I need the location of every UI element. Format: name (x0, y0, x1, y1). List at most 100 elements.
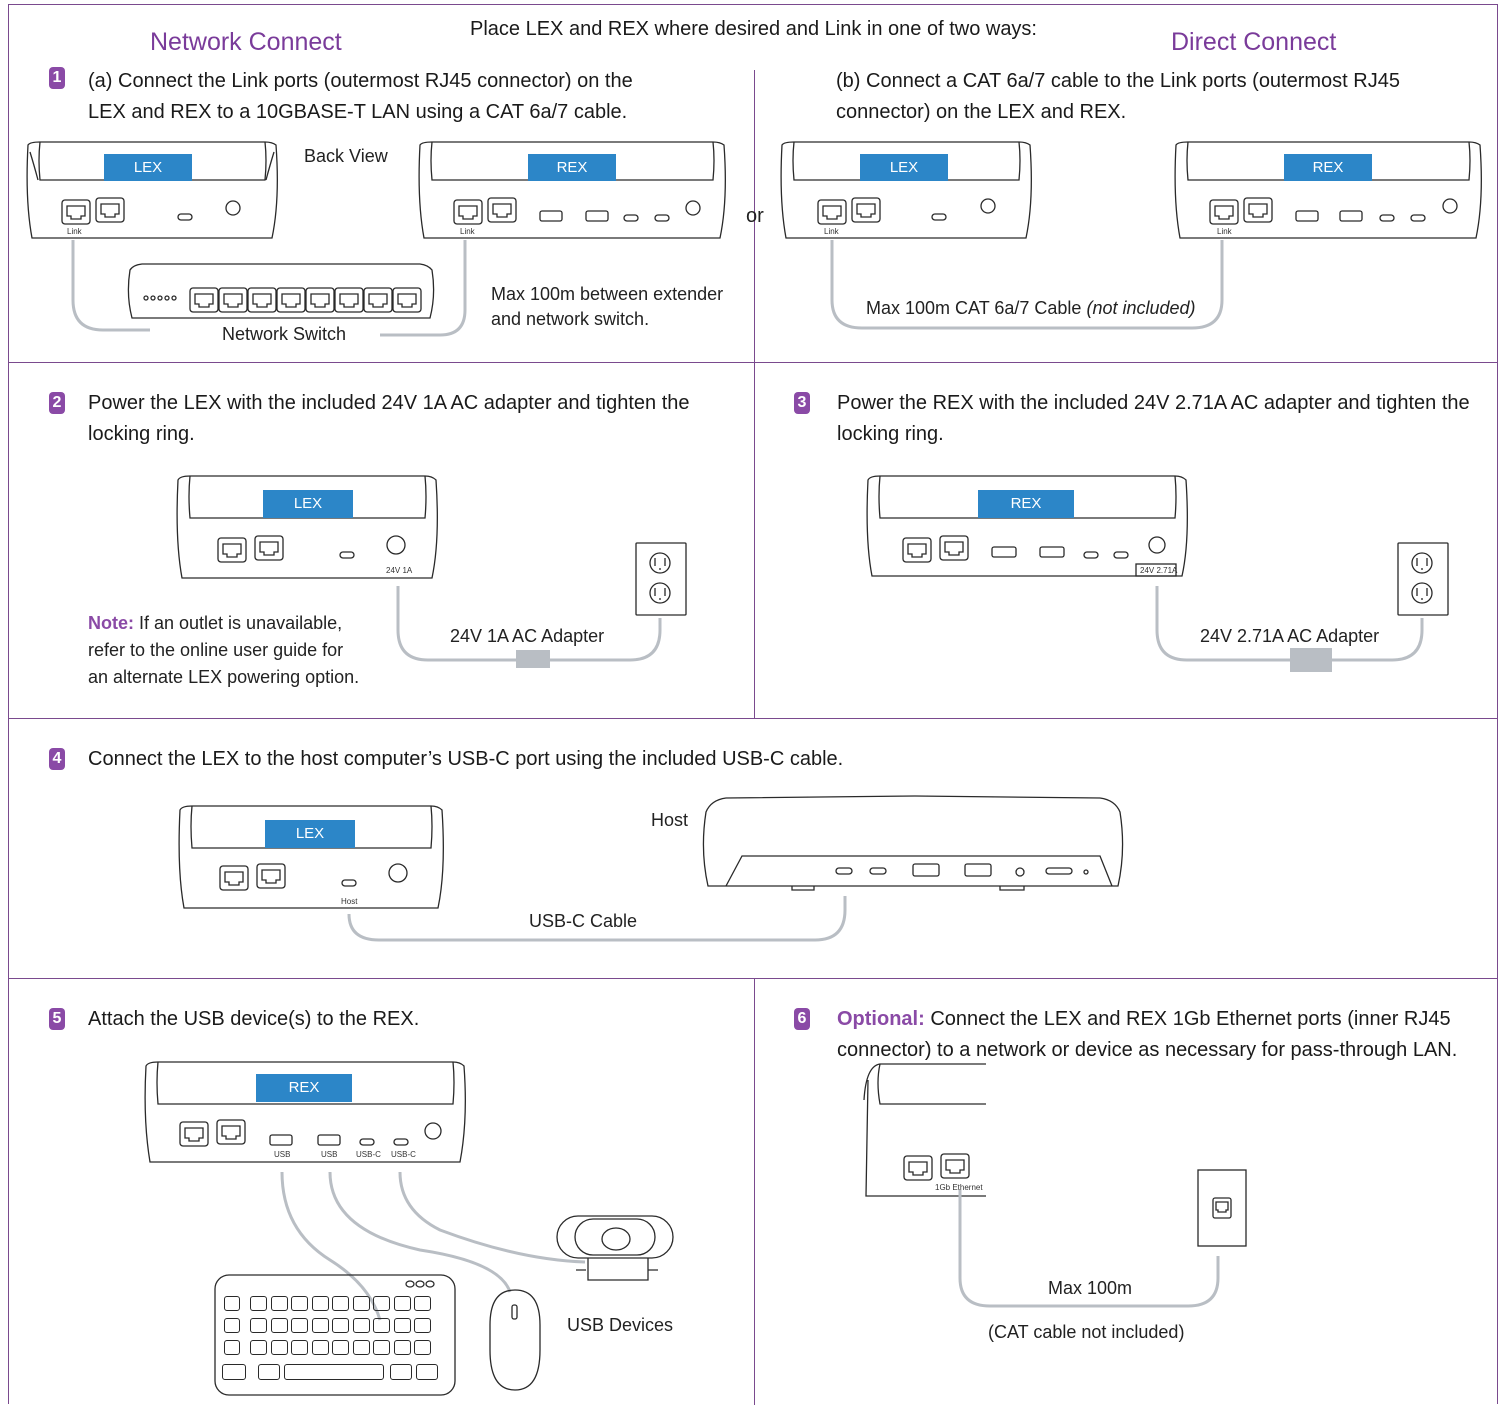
max-100m-label: Max 100m (1048, 1278, 1133, 1298)
step-5-text: Attach the USB device(s) to the REX. (88, 1008, 420, 1030)
keyboard-key (250, 1340, 267, 1355)
network-switch (127, 263, 435, 319)
keyboard-key (250, 1318, 267, 1333)
keyboard-key (332, 1318, 349, 1333)
lex-partial-6 (863, 1063, 986, 1197)
direct-connect-heading: Direct Connect (1171, 28, 1337, 56)
page-frame (8, 4, 1498, 1404)
step-1b-text-2: connector) on the LEX and REX. (836, 101, 1127, 123)
host-computer (702, 795, 1124, 891)
keyboard-key (332, 1296, 349, 1311)
divider-row3 (8, 978, 1498, 979)
step-1-badge: 1 (49, 67, 65, 89)
note-line-1: Note: If an outlet is unavailable, (88, 610, 342, 637)
keyboard-key (393, 1318, 411, 1333)
step-3-text-1: Power the REX with the included 24V 2.71… (837, 392, 1470, 414)
rex-device-3 (866, 475, 1188, 577)
keyboard-key (393, 1340, 411, 1355)
rex-badge-3: REX (978, 490, 1074, 518)
keyboard-key (311, 1340, 329, 1355)
step-3-badge: 3 (794, 392, 810, 414)
keyboard-key (224, 1340, 240, 1355)
gb-ethernet-label: 1Gb Ethernet (935, 1183, 983, 1192)
keyboard-key (291, 1318, 308, 1333)
keyboard-key (373, 1296, 390, 1311)
rex-badge-5: REX (256, 1074, 352, 1102)
mouse (489, 1289, 541, 1391)
divider-col-row4 (754, 978, 755, 1405)
keyboard-key (224, 1296, 240, 1311)
keyboard-key (270, 1318, 288, 1333)
keyboard-key (258, 1364, 280, 1380)
keyboard-key (291, 1296, 308, 1311)
step-1a-text-1: (a) Connect the Link ports (outermost RJ… (88, 70, 633, 92)
usb-port-label-1: USB (274, 1150, 291, 1159)
step-6-text-1: Optional: Connect the LEX and REX 1Gb Et… (837, 1004, 1451, 1034)
note-line-2: refer to the online user guide for (88, 640, 344, 660)
lex-device-2 (176, 475, 438, 579)
link-label-rex-1b: Link (1217, 227, 1232, 236)
keyboard-key (222, 1364, 246, 1380)
step-6-badge: 6 (794, 1008, 810, 1030)
keyboard-key (270, 1340, 288, 1355)
step-2-badge: 2 (49, 392, 65, 414)
divider-row1 (8, 362, 1498, 363)
keyboard-key (414, 1296, 431, 1311)
max-cable-label: Max 100m CAT 6a/7 Cable (not included) (866, 298, 1196, 319)
usb-devices-label: USB Devices (567, 1315, 674, 1335)
webcam (556, 1215, 674, 1281)
step-4-badge: 4 (49, 748, 65, 770)
step-2-text-2: locking ring. (88, 423, 195, 445)
keyboard-key (270, 1296, 288, 1311)
rex-badge-1a: REX (528, 154, 616, 181)
lex-badge-2: LEX (263, 490, 353, 518)
step-5-badge: 5 (49, 1008, 65, 1030)
step-2-text-1: Power the LEX with the included 24V 1A A… (88, 392, 690, 414)
step-4-text: Connect the LEX to the host computer’s U… (88, 748, 844, 770)
host-label: Host (651, 810, 689, 830)
max-switch-line-1: Max 100m between extender (491, 284, 724, 304)
usbc-port-label-2: USB-C (391, 1150, 416, 1159)
rex-power-label: 24V 2.71A (1140, 566, 1178, 575)
rex-badge-1b: REX (1284, 154, 1372, 181)
keyboard-key (291, 1340, 308, 1355)
lex-badge-4: LEX (265, 820, 355, 848)
link-label-lex-1a: Link (67, 227, 82, 236)
keyboard-key (416, 1364, 438, 1380)
keyboard-key (393, 1296, 411, 1311)
keyboard-key (373, 1318, 390, 1333)
or-label: or (746, 205, 764, 227)
note-line-3: an alternate LEX powering option. (88, 667, 360, 687)
outlet-2 (635, 542, 687, 616)
keyboard-key (373, 1340, 390, 1355)
divider-col-row1 (754, 70, 755, 362)
rex-device-5 (144, 1061, 466, 1163)
note-label: Note: (88, 613, 134, 633)
keyboard-key (311, 1296, 329, 1311)
link-label-rex-1a: Link (460, 227, 475, 236)
keyboard-key (352, 1296, 370, 1311)
divider-col-row2 (754, 362, 755, 718)
step-6-text-1-rest: Connect the LEX and REX 1Gb Ethernet por… (924, 1008, 1451, 1030)
keyboard-key (414, 1318, 431, 1333)
network-switch-label: Network Switch (222, 324, 347, 344)
keyboard-key (311, 1318, 329, 1333)
wall-jack (1197, 1169, 1247, 1247)
max-switch-line-2: and network switch. (491, 309, 650, 329)
optional-label: Optional: (837, 1008, 925, 1030)
keyboard-key (332, 1340, 349, 1355)
outlet-3 (1397, 542, 1449, 616)
usbc-port-label-1: USB-C (356, 1150, 381, 1159)
network-connect-heading: Network Connect (150, 28, 342, 56)
keyboard (214, 1274, 456, 1396)
keyboard-key (224, 1318, 240, 1333)
back-view-label: Back View (304, 146, 388, 166)
keyboard-key (284, 1364, 384, 1380)
keyboard-key (414, 1340, 431, 1355)
lex-adapter-label: 24V 1A AC Adapter (450, 626, 605, 646)
link-label-lex-1b: Link (824, 227, 839, 236)
keyboard-key (352, 1318, 370, 1333)
lex-badge-1b: LEX (860, 154, 948, 181)
step-6-text-2: connector) to a network or device as nec… (837, 1039, 1458, 1061)
